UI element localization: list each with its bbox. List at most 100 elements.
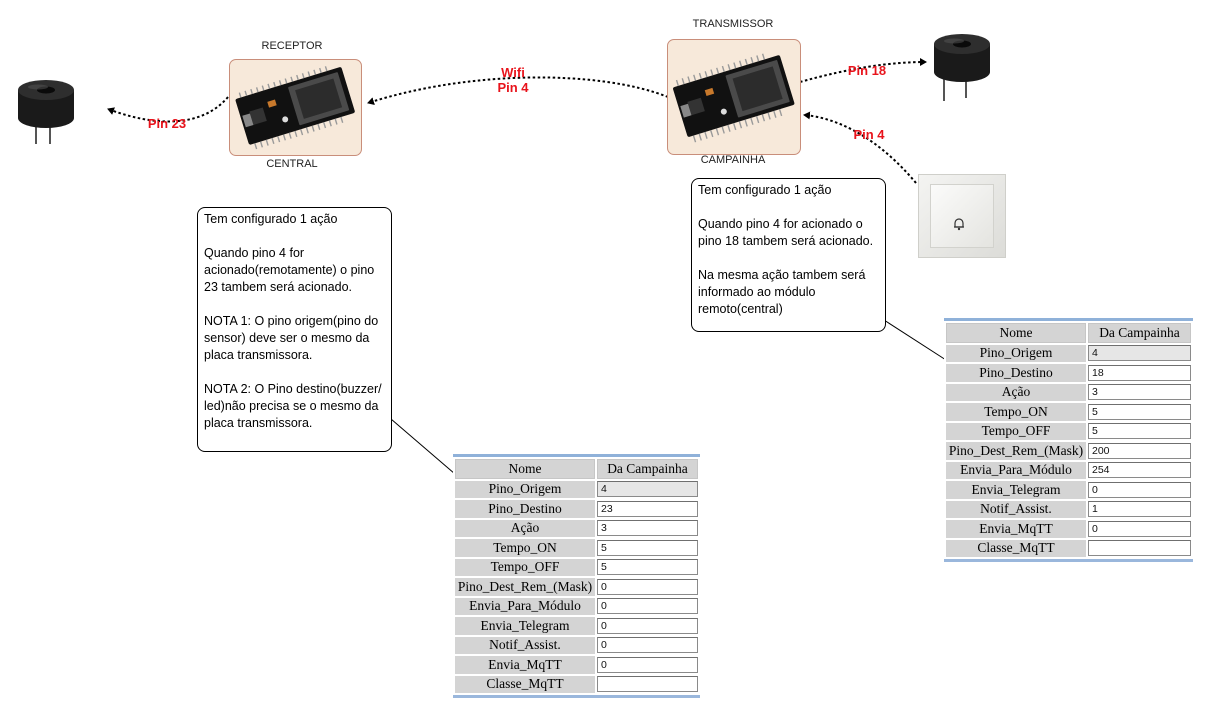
wifi-label: Wifi Pin 4 xyxy=(490,65,536,95)
envia-telegram-field[interactable]: 0 xyxy=(1088,481,1191,498)
tempo-off-field[interactable]: 5 xyxy=(597,559,698,576)
row-label: Tempo_ON xyxy=(946,403,1086,421)
row-label: Tempo_ON xyxy=(455,539,595,557)
notif-assist-field[interactable]: 1 xyxy=(1088,501,1191,518)
envia-mqtt-field[interactable]: 0 xyxy=(1088,520,1191,537)
row-label: Tempo_OFF xyxy=(946,422,1086,440)
callout-left: Tem configurado 1 ação Quando pino 4 for… xyxy=(197,207,392,452)
pin18-label: Pin 18 xyxy=(847,63,887,78)
pino-destino-field[interactable]: 23 xyxy=(597,500,698,517)
callout-right-line: Tem configurado 1 ação xyxy=(698,183,832,197)
row-label: Envia_MqTT xyxy=(455,656,595,674)
row-label: Classe_MqTT xyxy=(946,539,1086,557)
row-label: Pino_Destino xyxy=(946,364,1086,382)
callout-right-line: Na mesma ação tambem será informado ao m… xyxy=(698,268,866,316)
row-label: Pino_Origem xyxy=(455,480,595,498)
row-label: Envia_Telegram xyxy=(946,481,1086,499)
wifi-text: Wifi xyxy=(501,65,525,80)
envia-mqtt-field[interactable]: 0 xyxy=(597,656,698,673)
tempo-on-field[interactable]: 5 xyxy=(1088,403,1191,420)
row-label: Envia_Para_Módulo xyxy=(946,461,1086,479)
receptor-label: RECEPTOR xyxy=(261,40,323,52)
row-label: Pino_Destino xyxy=(455,500,595,518)
table-row: Notif_Assist.0 xyxy=(455,636,698,654)
row-label: Tempo_OFF xyxy=(455,558,595,576)
callout-left-pointer xyxy=(390,418,456,475)
row-label: Pino_Dest_Rem_(Mask) xyxy=(455,578,595,596)
tempo-on-field[interactable]: 5 xyxy=(597,539,698,556)
envia-para-modulo-field[interactable]: 254 xyxy=(1088,462,1191,479)
callout-left-line: Tem configurado 1 ação xyxy=(204,212,338,226)
tempo-off-field[interactable]: 5 xyxy=(1088,423,1191,440)
pino-dest-rem-field[interactable]: 200 xyxy=(1088,442,1191,459)
notif-assist-field[interactable]: 0 xyxy=(597,637,698,654)
table-row: Pino_Dest_Rem_(Mask)200 xyxy=(946,442,1191,460)
table-header-row: Nome Da Campainha xyxy=(946,323,1191,343)
row-label: Classe_MqTT xyxy=(455,675,595,693)
callout-left-line: NOTA 1: O pino origem(pino do sensor) de… xyxy=(204,314,379,362)
callout-left-line: NOTA 2: O Pino destino(buzzer/ led)não p… xyxy=(204,382,382,430)
pin23-label: Pin 23 xyxy=(147,116,187,131)
column-header-device: Da Campainha xyxy=(597,459,698,479)
table-row: Classe_MqTT xyxy=(455,675,698,693)
pin4-arrow xyxy=(803,111,917,184)
acao-field[interactable]: 3 xyxy=(597,520,698,537)
table-row: Pino_Dest_Rem_(Mask)0 xyxy=(455,578,698,596)
envia-telegram-field[interactable]: 0 xyxy=(597,617,698,634)
callout-right-line: Quando pino 4 for acionado o pino 18 tam… xyxy=(698,217,874,248)
buzzer-icon xyxy=(934,34,990,101)
wifi-pin-text: Pin 4 xyxy=(497,80,529,95)
row-label: Pino_Origem xyxy=(946,344,1086,362)
classe-mqtt-field[interactable] xyxy=(597,676,698,693)
receptor-board xyxy=(229,59,362,156)
row-label: Pino_Dest_Rem_(Mask) xyxy=(946,442,1086,460)
table-row: Notif_Assist.1 xyxy=(946,500,1191,518)
table-header-row: Nome Da Campainha xyxy=(455,459,698,479)
esp32-board-icon xyxy=(235,66,355,150)
buzzer-icon xyxy=(18,80,74,144)
row-label: Notif_Assist. xyxy=(455,636,595,654)
row-label: Envia_Para_Módulo xyxy=(455,597,595,615)
transmissor-board xyxy=(667,39,801,155)
callout-left-line: Quando pino 4 for acionado(remotamente) … xyxy=(204,246,375,294)
pino-dest-rem-field[interactable]: 0 xyxy=(597,578,698,595)
table-row: Classe_MqTT xyxy=(946,539,1191,557)
transmissor-label: TRANSMISSOR xyxy=(692,18,774,30)
pino-destino-field[interactable]: 18 xyxy=(1088,364,1191,381)
esp32-board-icon xyxy=(673,53,795,143)
pino-origem-field: 4 xyxy=(1088,345,1191,362)
campainha-label: CAMPAINHA xyxy=(700,154,766,166)
bell-icon xyxy=(954,218,964,231)
row-label: Ação xyxy=(455,519,595,537)
row-label: Envia_MqTT xyxy=(946,520,1086,538)
doorbell-switch xyxy=(918,174,1006,258)
envia-para-modulo-field[interactable]: 0 xyxy=(597,598,698,615)
pino-origem-field: 4 xyxy=(597,481,698,498)
acao-field[interactable]: 3 xyxy=(1088,384,1191,401)
row-label: Envia_Telegram xyxy=(455,617,595,635)
classe-mqtt-field[interactable] xyxy=(1088,540,1191,557)
row-label: Ação xyxy=(946,383,1086,401)
central-label: CENTRAL xyxy=(266,158,318,170)
column-header-nome: Nome xyxy=(946,323,1086,343)
column-header-device: Da Campainha xyxy=(1088,323,1191,343)
callout-right: Tem configurado 1 ação Quando pino 4 for… xyxy=(691,178,886,332)
